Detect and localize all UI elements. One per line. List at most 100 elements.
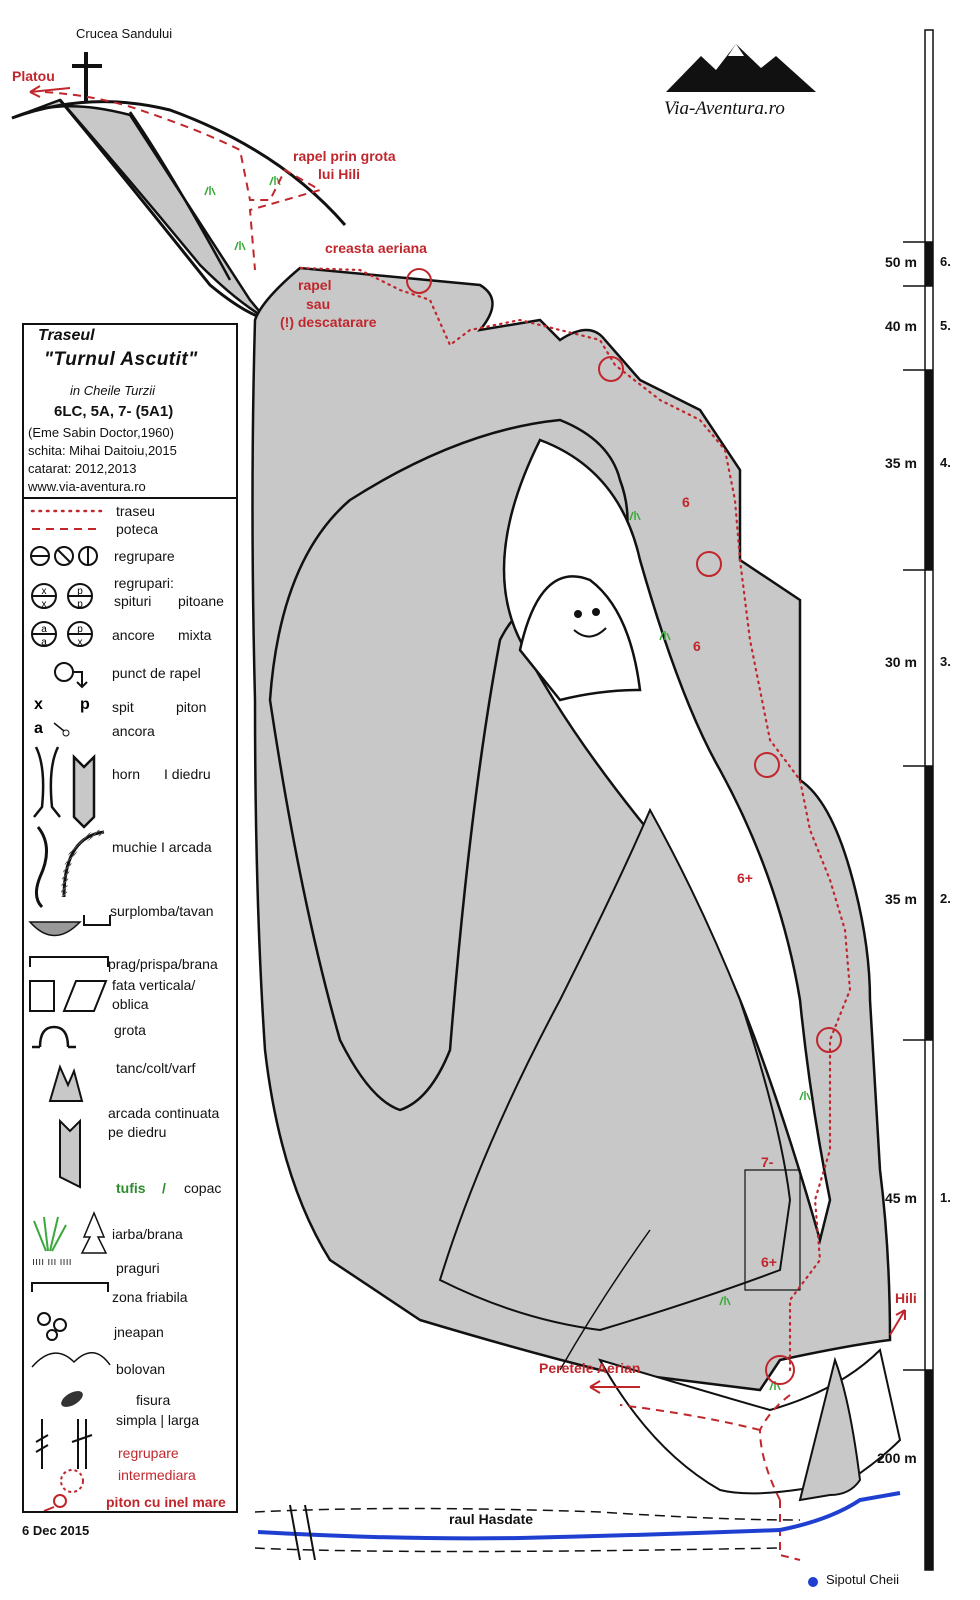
grade-label: 6+ <box>761 1254 777 1270</box>
legend-inter-1: regrupare <box>118 1445 179 1461</box>
rapel-sau-label-3: (!) descatarare <box>280 314 377 330</box>
legend-copac: copac <box>184 1180 222 1196</box>
legend-regrupari: regrupari: <box>114 575 174 591</box>
legend-horn: horn <box>112 766 141 782</box>
river-label: raul Hasdate <box>449 1511 534 1527</box>
grade-label: 6 <box>693 638 701 654</box>
cross-icon <box>72 52 102 102</box>
pitch-number: 4. <box>940 455 951 470</box>
route-line <box>298 266 852 1372</box>
legend-poteca: poteca <box>116 521 159 537</box>
platou-label: Platou <box>12 68 55 84</box>
legend-ancora: ancora <box>112 723 155 739</box>
legend-muchie: muchie I arcada <box>112 839 212 855</box>
legend-tufis: tufis <box>116 1180 146 1196</box>
legend-title-1: Traseul <box>38 327 95 344</box>
grade-label: 6 <box>682 494 690 510</box>
legend-bolovan: bolovan <box>116 1361 166 1377</box>
legend-author: (Eme Sabin Doctor,1960) <box>28 425 174 440</box>
legend-inel: piton cu inel mare <box>106 1494 226 1510</box>
legend-panel: Traseul "Turnul Ascutit" in Cheile Turzi… <box>22 323 238 1513</box>
legend-fisura-2: simpla | larga <box>116 1412 200 1428</box>
pitch-number: 5. <box>940 318 951 333</box>
legend-iarba: iarba/brana <box>112 1226 183 1242</box>
upper-trail <box>44 91 323 271</box>
svg-text:p: p <box>77 586 83 597</box>
legend-piton: piton <box>176 699 207 715</box>
legend-regrupare: regrupare <box>114 548 175 564</box>
legend-rapel: punct de rapel <box>112 665 201 681</box>
legend-surplomba: surplomba/tavan <box>110 903 214 919</box>
rapel-sau-label-1: rapel <box>298 277 332 293</box>
legend-diedru: I diedru <box>164 766 211 782</box>
legend-arcada-2: pe diedru <box>108 1124 167 1140</box>
brand-logo <box>666 44 816 92</box>
legend-place: in Cheile Turzii <box>70 383 156 398</box>
pitch-number: 2. <box>940 891 951 906</box>
legend-spituri: spituri <box>114 593 152 609</box>
legend-sketch: schita: Mihai Daitoiu,2015 <box>28 443 177 458</box>
svg-text:ıııı ııı ıııı: ıııı ııı ıııı <box>32 1256 72 1268</box>
grade-label: 7- <box>761 1154 774 1170</box>
peretele-label: Peretele Aerian <box>539 1360 641 1376</box>
pitch-number: 6. <box>940 254 951 269</box>
pitch-length: 50 m <box>885 254 917 270</box>
legend-mixta: mixta <box>178 627 212 643</box>
height-scale <box>903 29 934 1571</box>
legend-symbols: x x p p a a p x x p a <box>28 509 111 1511</box>
svg-text:a: a <box>41 624 47 635</box>
rapel-grota-label-2: lui Hili <box>318 166 360 182</box>
pitch-length: 35 m <box>885 891 917 907</box>
pitch-number: 1. <box>940 1190 951 1205</box>
legend-traseu: traseu <box>116 503 155 519</box>
svg-text:p: p <box>77 599 83 610</box>
legend-grade: 6LC, 5A, 7- (5A1) <box>54 403 174 420</box>
rapel-grota-label-1: rapel prin grota <box>293 148 396 164</box>
sym-p: p <box>80 696 90 713</box>
rapel-sau-label-2: sau <box>306 296 331 312</box>
pitch-length: 35 m <box>885 455 917 471</box>
legend-inter-2: intermediara <box>118 1467 196 1483</box>
svg-text:x: x <box>42 599 47 610</box>
sym-a: a <box>34 720 43 737</box>
legend-fisura: fisura <box>136 1392 171 1408</box>
legend-jneapan: jneapan <box>114 1324 164 1340</box>
legend-tanc: tanc/colt/varf <box>116 1060 196 1076</box>
legend-spit: spit <box>112 699 134 715</box>
brand-text: Via-Aventura.ro <box>664 98 785 119</box>
legend-praguri: praguri <box>116 1260 160 1276</box>
hili-label: Hili <box>895 1290 917 1306</box>
pitch-length: 30 m <box>885 654 917 670</box>
legend-friabila: zona friabila <box>112 1289 188 1305</box>
pitch-length: 40 m <box>885 318 917 334</box>
legend-ancore: ancore <box>112 627 155 643</box>
sipotul-label: Sipotul Cheii <box>826 1572 899 1587</box>
svg-text:x: x <box>78 637 83 648</box>
approach-length: 200 m <box>877 1450 917 1466</box>
belay-stations <box>406 268 842 1385</box>
upper-rock <box>11 98 266 320</box>
svg-text:x: x <box>42 586 47 597</box>
legend-prag: prag/prispa/brana <box>108 956 218 972</box>
pitch-number: 3. <box>940 654 951 669</box>
legend-fata-2: oblica <box>112 996 149 1012</box>
legend-climbed: catarat: 2012,2013 <box>28 461 137 476</box>
svg-text:a: a <box>41 637 47 648</box>
date-label: 6 Dec 2015 <box>22 1523 90 1538</box>
legend-grota: grota <box>114 1022 146 1038</box>
grade-label: 6+ <box>737 870 753 886</box>
grass-icon <box>204 176 811 1391</box>
creasta-label: creasta aeriana <box>325 240 427 256</box>
river <box>257 1491 901 1541</box>
legend-title-2: "Turnul Ascutit" <box>44 349 198 370</box>
legend-fata-1: fata verticala/ <box>112 977 196 993</box>
svg-text:p: p <box>77 624 83 635</box>
legend-slash: / <box>162 1180 166 1196</box>
legend-arcada-1: arcada continuata <box>108 1105 220 1121</box>
summit-label: Crucea Sandului <box>76 26 173 41</box>
legend-pitoane: pitoane <box>178 593 224 609</box>
legend-header: Traseul "Turnul Ascutit" in Cheile Turzi… <box>24 325 236 499</box>
sym-x: x <box>34 696 43 713</box>
legend-site: www.via-aventura.ro <box>28 479 146 494</box>
